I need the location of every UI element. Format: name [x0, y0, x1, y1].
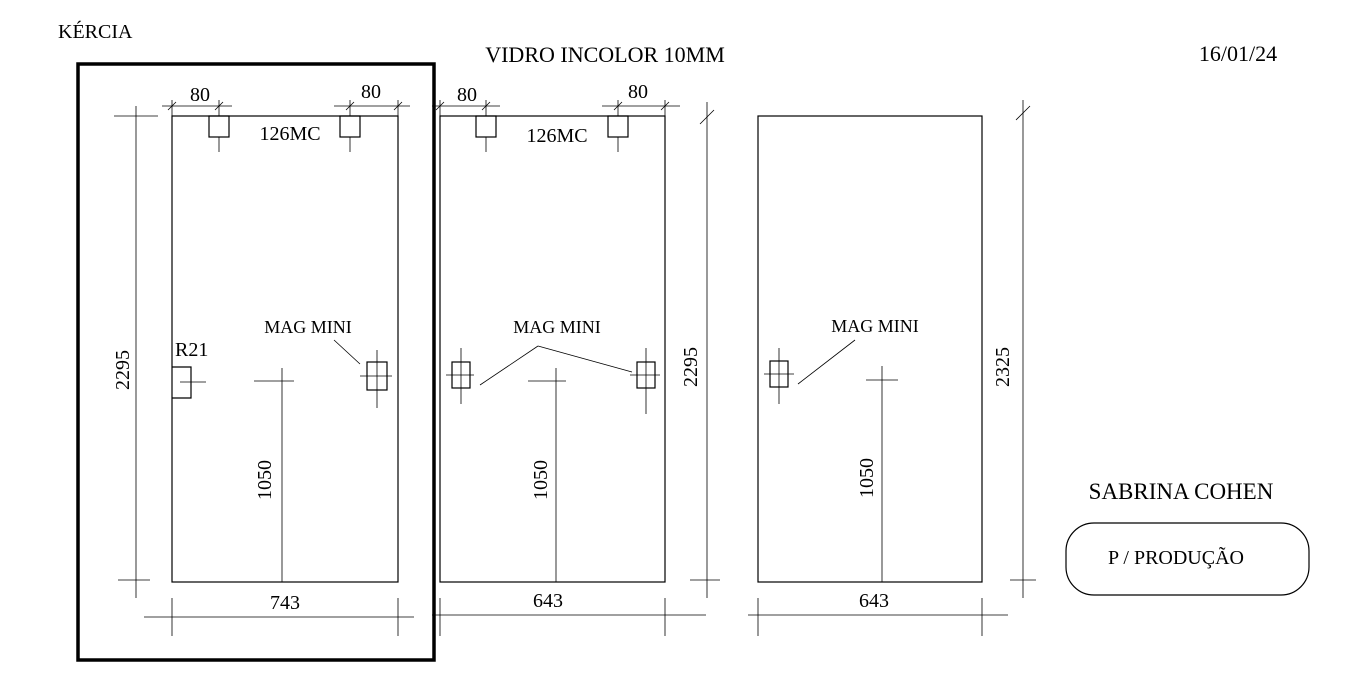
panel-2: 126MC 80 80 2295 643 1050 — [432, 81, 720, 636]
panel-1-hinge-label: MAG MINI — [264, 317, 352, 337]
panel-2-top-right-dim: 80 — [628, 81, 648, 103]
panel-1-top-hardware-label: 126MC — [259, 123, 320, 145]
panel-3-width-dim: 643 — [859, 590, 889, 612]
panel-2-top-left-dim: 80 — [457, 84, 477, 106]
panel-3-hinge-label: MAG MINI — [831, 316, 919, 336]
panel-1-top-left-dim: 80 — [190, 84, 210, 106]
panel-1-lock-label: R21 — [175, 339, 208, 361]
panel-2-height-dim: 2295 — [680, 347, 702, 387]
panel-1: 126MC 80 80 2295 743 R21 1050 — [112, 81, 414, 636]
drawing-date: 16/01/24 — [1199, 41, 1277, 66]
panel-1-handle-height-dim: 1050 — [254, 460, 276, 500]
panel-3-handle-height-dim: 1050 — [856, 458, 878, 498]
production-status-box — [1065, 522, 1310, 596]
panel-1-outline — [171, 115, 399, 583]
panel-1-width-dim: 743 — [270, 592, 300, 614]
client-label: KÉRCIA — [58, 20, 133, 43]
panel-2-handle-height-dim: 1050 — [530, 460, 552, 500]
panel-2-hinge-label: MAG MINI — [513, 317, 601, 337]
panel-2-top-hardware-label: 126MC — [526, 125, 587, 147]
panel-2-outline — [439, 115, 666, 583]
panel-1-top-right-dim: 80 — [361, 81, 381, 103]
production-status-label: P / PRODUÇÃO — [1108, 545, 1244, 569]
panel-3-height-dim: 2325 — [992, 347, 1014, 387]
panel-1-height-dim: 2295 — [112, 350, 134, 390]
panel-2-width-dim: 643 — [533, 590, 563, 612]
drawing-title: VIDRO INCOLOR 10MM — [485, 42, 725, 67]
panel-3: 2325 643 1050 MAG MINI — [748, 100, 1036, 636]
client-name: SABRINA COHEN — [1089, 479, 1274, 504]
panel-3-outline — [757, 115, 983, 583]
panel-1-lock-cutout — [172, 366, 192, 399]
panel-1-highlight-frame — [76, 62, 436, 662]
